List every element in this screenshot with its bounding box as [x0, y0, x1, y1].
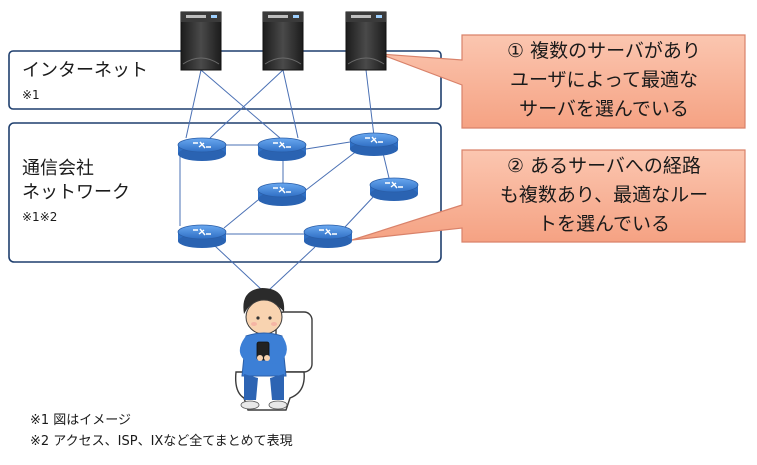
link — [282, 69, 299, 139]
callout-route-choice — [351, 149, 746, 243]
link — [209, 69, 284, 139]
link — [214, 245, 263, 291]
callout-line: サーバを選んでいる — [519, 98, 689, 120]
router-icon — [257, 182, 307, 206]
server-icon — [345, 11, 387, 71]
link — [305, 141, 351, 150]
callout-server-choice — [379, 34, 746, 129]
carrier-zone-title-line2: ネットワーク — [22, 182, 130, 203]
internet-zone — [8, 50, 442, 110]
callout-line: も複数あり、最適なルー — [499, 184, 709, 206]
internet-zone-note: ※1 — [22, 88, 40, 102]
callout-route-choice-text: ② あるサーバへの経路 も複数あり、最適なルー トを選んでいる — [468, 152, 740, 239]
carrier-zone-note: ※1※2 — [22, 210, 58, 224]
link — [344, 194, 376, 228]
router-icon — [349, 132, 399, 156]
server-icon — [180, 11, 222, 71]
link — [200, 69, 281, 139]
callout-line: ユーザによって最適な — [509, 69, 699, 91]
carrier-network-zone — [8, 122, 442, 263]
router-icon — [369, 177, 419, 201]
callout-line: ① 複数のサーバがあり — [507, 40, 701, 62]
footnote-2: ※2 アクセス、ISP、IXなど全てまとめて表現 — [30, 434, 293, 449]
footnote-1: ※1 図はイメージ — [30, 413, 132, 428]
callout-server-choice-text: ① 複数のサーバがあり ユーザによって最適な サーバを選んでいる — [468, 37, 740, 124]
internet-zone-title: インターネット — [22, 60, 148, 81]
link — [185, 69, 202, 139]
link — [268, 246, 316, 291]
server-icon — [262, 11, 304, 71]
callout-line: トを選んでいる — [537, 213, 671, 235]
callout-line: ② あるサーバへの経路 — [507, 155, 701, 177]
carrier-zone-title-line1: 通信会社 — [22, 158, 94, 179]
network-links — [179, 69, 390, 291]
link — [305, 149, 359, 191]
router-icon — [177, 137, 227, 161]
link — [223, 199, 259, 229]
router-icon — [257, 137, 307, 161]
router-icon — [303, 224, 353, 248]
link — [365, 69, 375, 137]
person-on-toilet-with-smartphone-illustration — [234, 288, 313, 411]
router-icon — [177, 224, 227, 248]
link — [382, 152, 390, 179]
